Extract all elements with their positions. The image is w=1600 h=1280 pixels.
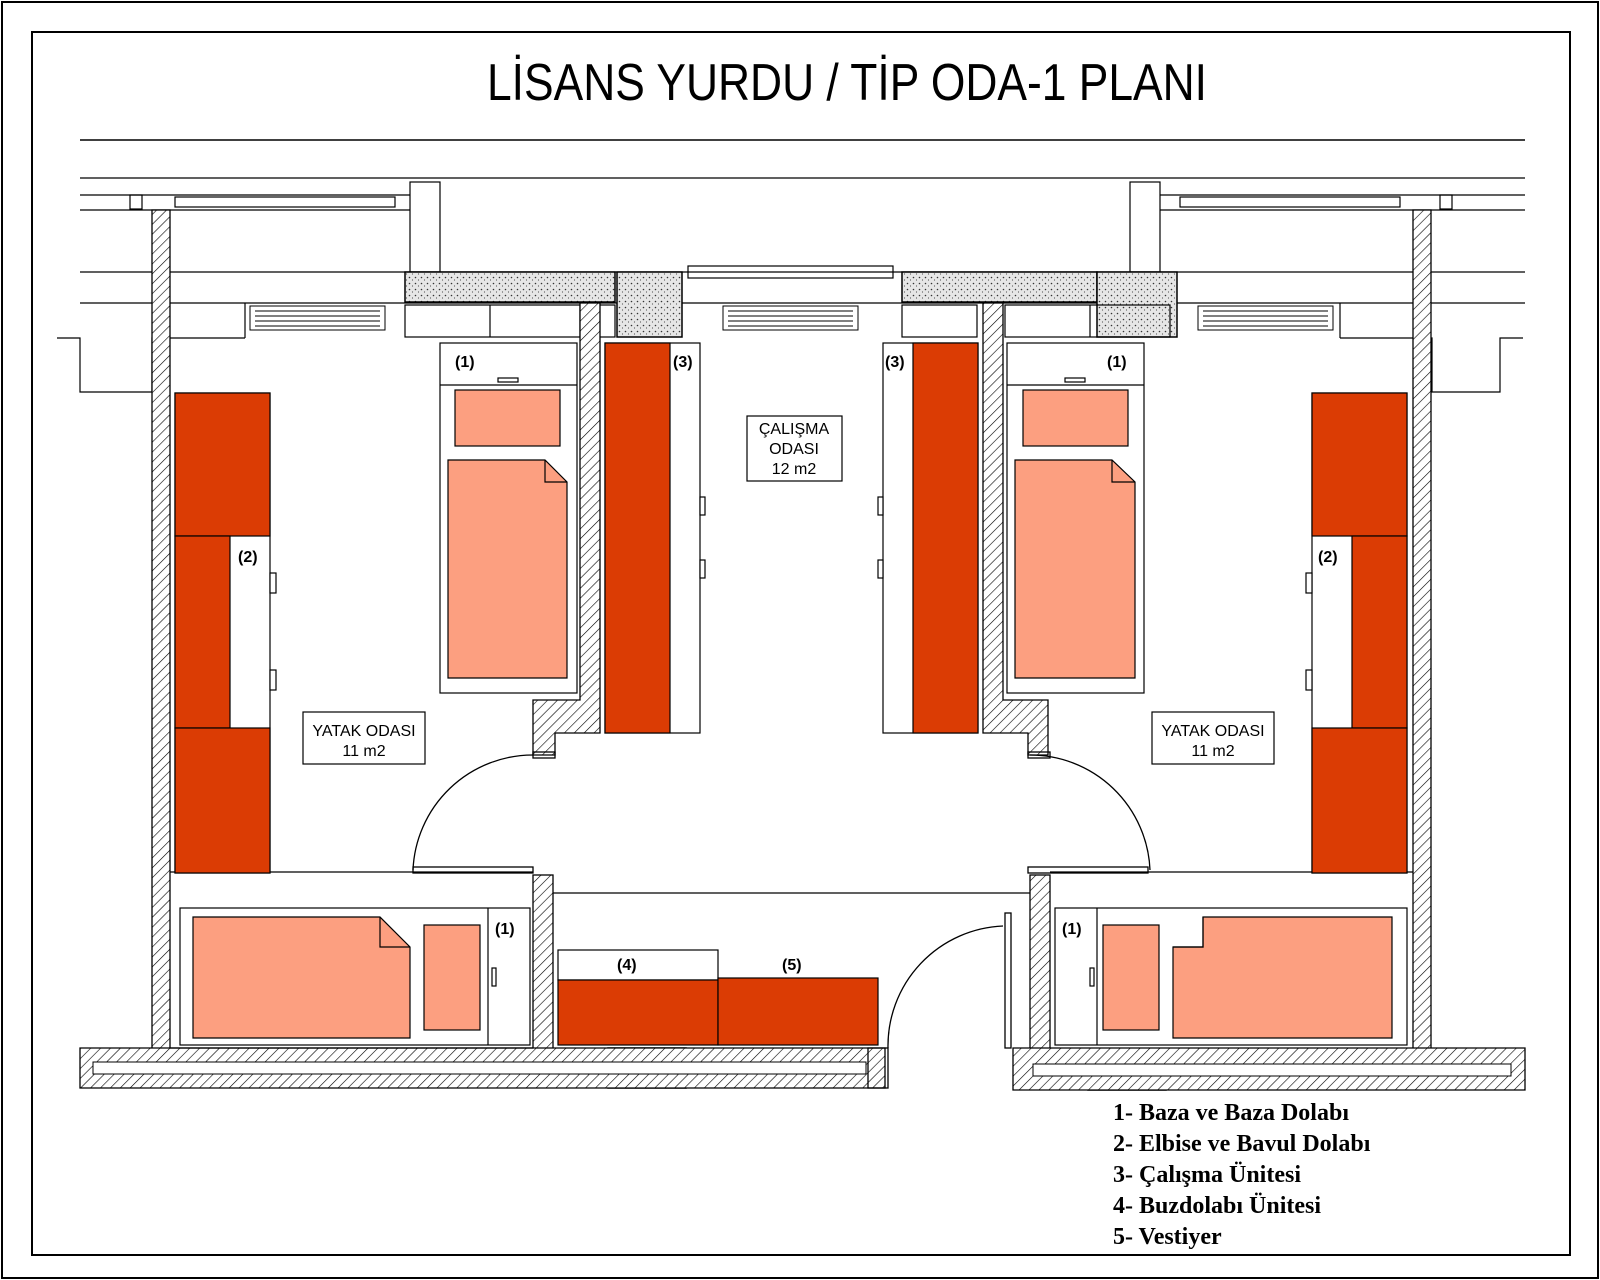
marker-1-top-right: (1) — [1107, 354, 1127, 371]
bedroom-right-name: YATAK ODASI — [1161, 723, 1264, 740]
bed-bottom-left — [179, 907, 531, 1046]
bedroom-left-name: YATAK ODASI — [312, 723, 415, 740]
bed-top-left — [439, 342, 578, 694]
study-room-label: ÇALIŞMA ODASI 12 m2 — [746, 415, 843, 482]
window-units — [404, 304, 1171, 338]
wardrobe-right — [1305, 392, 1408, 874]
facade-lines — [57, 177, 1525, 393]
wardrobe-left — [174, 392, 277, 874]
legend-item-4: 4- Buzdolabı Ünitesi — [1113, 1193, 1321, 1219]
marker-4: (4) — [617, 957, 637, 974]
bedroom-right-label: YATAK ODASI 11 m2 — [1151, 711, 1275, 765]
kitchen-units — [557, 949, 879, 1046]
inner-frame — [31, 31, 1571, 1256]
vent-grilles — [249, 305, 1334, 331]
bed-top-right — [1006, 342, 1145, 694]
marker-3-right: (3) — [885, 354, 905, 371]
bedroom-right-area: 11 m2 — [1191, 743, 1234, 760]
bedroom-left-area: 11 m2 — [342, 743, 385, 760]
bed-bottom-right — [1054, 907, 1408, 1046]
marker-1-bottom-left: (1) — [495, 921, 515, 938]
legend-item-2: 2- Elbise ve Bavul Dolabı — [1113, 1131, 1371, 1157]
marker-1-bottom-right: (1) — [1062, 921, 1082, 938]
marker-3-left: (3) — [673, 354, 693, 371]
plan-title: LİSANS YURDU / TİP ODA-1 PLANI — [487, 54, 1207, 112]
bedroom-left-label: YATAK ODASI 11 m2 — [302, 711, 426, 765]
wall-inner-lines — [92, 1061, 1512, 1077]
door-swings — [412, 751, 1151, 1089]
concrete-elements — [404, 271, 1178, 1091]
marker-5: (5) — [782, 957, 802, 974]
study-room-area: 12 m2 — [772, 461, 817, 478]
legend: 1- Baza ve Baza Dolabı 2- Elbise ve Bavu… — [1113, 1100, 1371, 1250]
unit-markers: (1) (3) (3) (1) (2) (2) (1) (1) (4) (5) — [238, 354, 1338, 974]
study-room-name-1: ÇALIŞMA — [759, 421, 830, 438]
study-room-name-2: ODASI — [769, 441, 819, 458]
legend-item-5: 5- Vestiyer — [1113, 1224, 1222, 1250]
legend-item-1: 1- Baza ve Baza Dolabı — [1113, 1100, 1349, 1126]
marker-2-left: (2) — [238, 549, 258, 566]
study-unit-right — [877, 342, 979, 734]
marker-2-right: (2) — [1318, 549, 1338, 566]
study-unit-left — [604, 342, 706, 734]
legend-item-3: 3- Çalışma Ünitesi — [1113, 1162, 1301, 1188]
marker-1-top-left: (1) — [455, 354, 475, 371]
